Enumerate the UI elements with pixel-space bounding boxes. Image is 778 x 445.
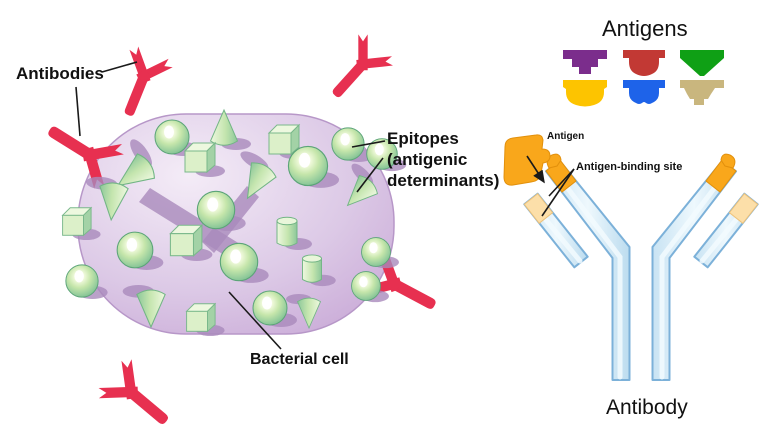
antigen-shape-blue — [623, 80, 665, 104]
pointer-epitopes-1 — [351, 140, 386, 148]
pointer-antibodies-lower — [75, 86, 81, 137]
free-antibody-bottom-left — [93, 354, 183, 441]
heavy-chain-right-highlight — [659, 183, 719, 380]
antigen-shape-yellow — [563, 80, 607, 107]
epitopes-label: Epitopes (antigenic determinants) — [387, 128, 499, 191]
antigen-binding-site-label: Antigen-binding site — [576, 161, 683, 173]
antigen-shape-green — [680, 50, 724, 76]
pointer-epitopes-2 — [356, 157, 384, 193]
epitopes-label-line2: (antigenic — [387, 150, 468, 169]
antigen-shape-red — [623, 50, 665, 76]
binding-tip-knob-right — [720, 153, 736, 169]
antibodies-label: Antibodies — [16, 64, 104, 83]
pointer-lines — [75, 61, 386, 350]
antigen-row — [563, 50, 724, 107]
heavy-chain-left — [545, 159, 631, 381]
pointer-binding-site-1 — [548, 168, 575, 197]
antigen-small-label: Antigen — [547, 131, 585, 142]
binding-tip-light-right — [728, 192, 759, 225]
antibody-label: Antibody — [606, 396, 688, 419]
pointer-binding-site-2 — [541, 168, 575, 217]
epitopes-label-line1: Epitopes — [387, 129, 459, 148]
heavy-chain-left-highlight — [563, 183, 623, 380]
antigen-shape-purple — [563, 50, 607, 74]
heavy-chain-right — [651, 159, 737, 381]
antigen-blob — [503, 134, 551, 186]
binding-tip-knob-left — [546, 153, 562, 169]
free-antibody-top-middle — [317, 29, 398, 111]
epitopes-label-line3: determinants) — [387, 171, 500, 190]
bacterial-cell-label: Bacterial cell — [250, 351, 349, 368]
antigen-shape-tan — [680, 80, 724, 105]
binding-tip-light-left — [523, 192, 554, 225]
antigens-title: Antigens — [602, 16, 688, 41]
pointer-bacterial-cell — [228, 291, 282, 350]
antigen-arrow — [526, 155, 545, 184]
free-antibody-top-left — [106, 43, 176, 124]
antibody-diagram — [503, 134, 759, 381]
pointer-antibodies-upper — [101, 61, 138, 73]
